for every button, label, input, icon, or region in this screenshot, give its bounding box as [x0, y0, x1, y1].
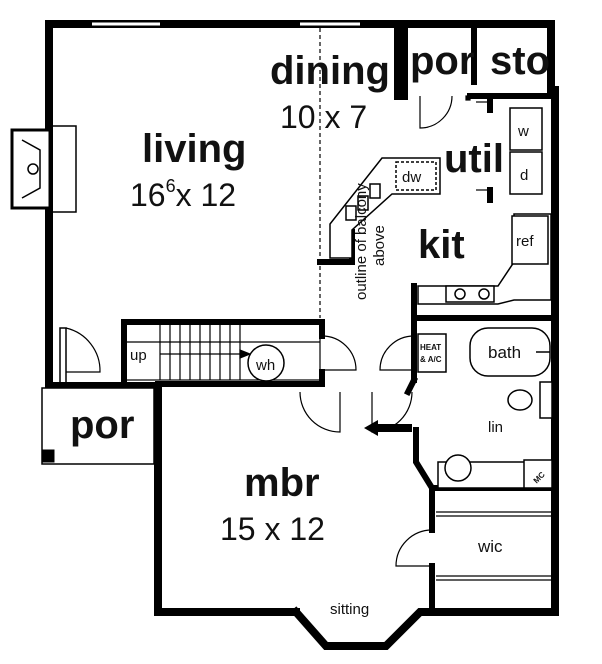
wall-top-left: [45, 20, 559, 616]
room-dimension-dining: 10 x 7: [280, 99, 367, 135]
balcony-note: outline of balcony above: [353, 183, 388, 300]
staircase: [123, 323, 321, 382]
bath-fixtures: [417, 327, 553, 489]
fixture-label-up: up: [130, 347, 147, 364]
room-label-sto: sto: [490, 39, 550, 83]
fixture-label-wh: wh: [255, 357, 275, 374]
room-label-bath: bath: [488, 343, 521, 362]
room-dimension-mbr: 15 x 12: [220, 511, 325, 547]
fireplace: [10, 125, 77, 213]
fixture-label-w: w: [517, 123, 529, 140]
doors: [299, 95, 488, 567]
exterior-walls: [45, 20, 559, 650]
room-label-util: util: [444, 137, 504, 181]
room-label-living: living: [142, 127, 246, 171]
utility: [509, 107, 543, 195]
room-label-sitting: sitting: [330, 601, 369, 618]
room-label-mbr: mbr: [244, 461, 320, 505]
room-label-por-left: por: [70, 403, 134, 447]
room-label-dining: dining: [270, 49, 390, 93]
fixture-label-dw: dw: [402, 169, 421, 186]
fixture-label-ac: & A/C: [420, 355, 442, 364]
fixture-label-lin: lin: [488, 419, 503, 436]
hall-arrow: [364, 420, 412, 436]
fixture-label-heat: HEAT: [420, 343, 441, 352]
svg-text:above: above: [371, 225, 388, 266]
svg-text:outline of balcony: outline of balcony: [353, 183, 370, 300]
room-label-por-top: por: [410, 39, 474, 83]
fixture-label-ref: ref: [516, 233, 534, 250]
kitchen-counters: [329, 157, 552, 305]
fixture-label-d: d: [520, 167, 528, 184]
wall-sitting: [290, 606, 559, 650]
room-dimension-living: 166x 12: [130, 176, 236, 213]
room-label-kit: kit: [418, 223, 465, 267]
wic-shelves: [436, 511, 555, 581]
left-porch: [41, 327, 155, 465]
wall-mbr-left: [154, 382, 300, 616]
room-label-wic: wic: [477, 537, 503, 556]
